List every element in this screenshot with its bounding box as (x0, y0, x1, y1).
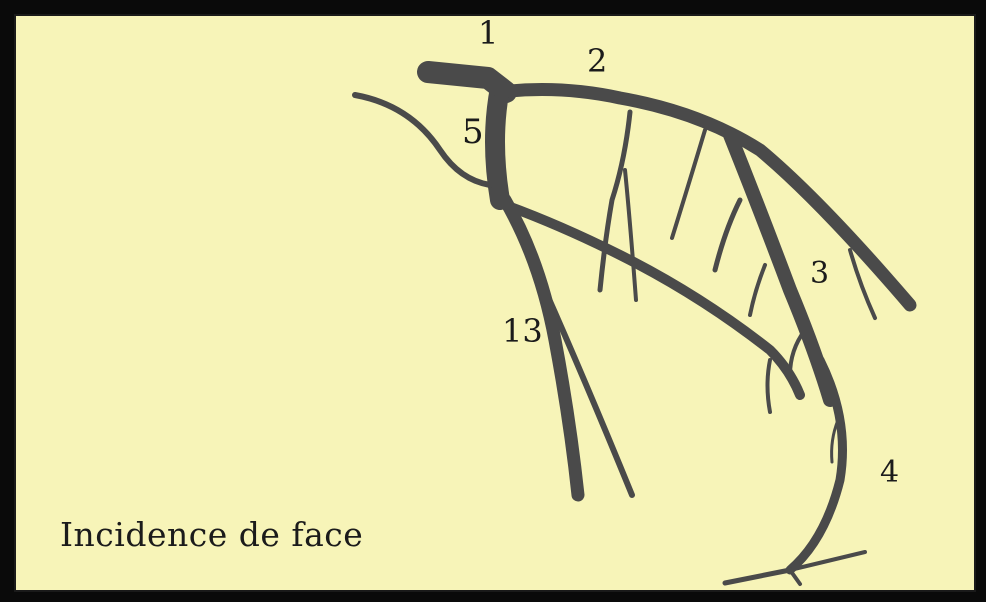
label-4: 4 (880, 455, 899, 490)
vessel-twig-b (625, 170, 636, 300)
label-13: 13 (502, 312, 543, 350)
vessel-twig-e (750, 265, 765, 315)
label-3: 3 (810, 256, 829, 291)
vessel-twig-i (832, 420, 838, 462)
vessel-twig-c (672, 130, 705, 238)
label-1: 1 (478, 14, 498, 52)
vessel-bottom-fork-a (725, 570, 790, 583)
label-2: 2 (587, 42, 607, 80)
vessel-branch-2 (500, 90, 910, 305)
vessel-twig-g (790, 330, 805, 375)
vessel-twig-d (715, 200, 740, 270)
label-5: 5 (462, 112, 484, 152)
vessel-trunk (495, 88, 500, 200)
vessel-bottom-fork-c (790, 570, 800, 584)
vessel-twig-h (768, 360, 771, 412)
diagram-caption: Incidence de face (60, 515, 363, 554)
